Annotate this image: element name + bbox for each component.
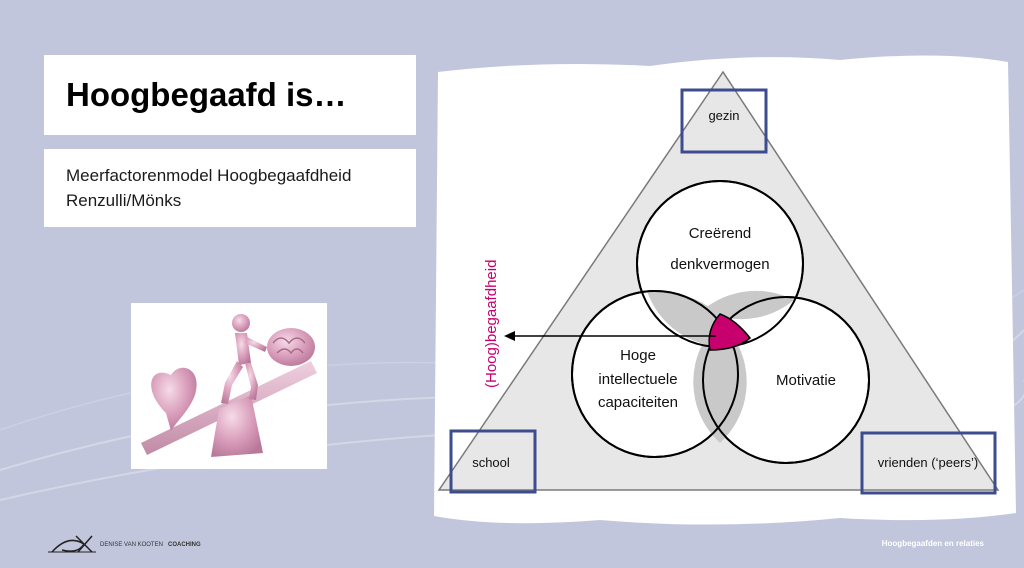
label-intellectual-line3: capaciteiten <box>598 394 678 411</box>
title-box: Hoogbegaafd is… <box>44 55 416 135</box>
corner-label-school: school <box>472 455 510 470</box>
company-logo: DENISE VAN KOOTEN COACHING <box>48 535 201 553</box>
corner-box-gezin <box>680 88 768 154</box>
corner-box-peers <box>860 431 997 495</box>
subtitle-line-1: Meerfactorenmodel Hoogbegaafdheid <box>66 166 352 185</box>
label-creative-line1: Creërend <box>689 225 752 242</box>
label-motivation: Motivatie <box>776 372 836 389</box>
label-intellectual-line1: Hoge <box>620 347 656 364</box>
footer-caption: Hoogbegaafden en relaties <box>881 539 984 548</box>
giftedness-side-label: (Hoog)begaafdheid <box>483 260 500 388</box>
label-creative-line2: denkvermogen <box>670 256 769 273</box>
giftedness-overlap <box>708 313 752 351</box>
corner-label-gezin: gezin <box>708 108 739 123</box>
slide-title: Hoogbegaafd is… <box>66 76 347 113</box>
seesaw-illustration <box>131 303 327 469</box>
logo-name: DENISE VAN KOOTEN <box>100 542 163 548</box>
heart-icon <box>151 367 197 431</box>
corner-label-peers: vrienden (‘peers’) <box>878 455 978 470</box>
subtitle-line-2: Renzulli/Mönks <box>66 191 182 210</box>
walking-figure-icon <box>221 314 267 404</box>
arrow-head-icon <box>504 331 515 341</box>
corner-box-school <box>449 429 537 494</box>
renzulli-monks-diagram: Creërend denkvermogen Hoge intellectuele… <box>434 55 1016 525</box>
seesaw-fulcrum <box>211 395 263 457</box>
logo-coaching: COACHING <box>168 542 201 548</box>
label-intellectual-line2: intellectuele <box>598 371 677 388</box>
subtitle-box: Meerfactorenmodel Hoogbegaafdheid Renzul… <box>44 149 416 227</box>
brain-icon <box>267 328 315 366</box>
